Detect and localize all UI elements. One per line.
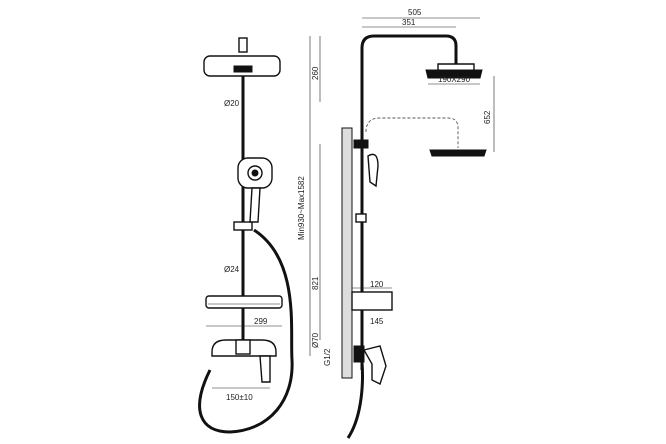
shower-head-nozzle-block: [233, 65, 253, 73]
front-shelf: [205, 295, 283, 309]
side-wall-bracket: [353, 139, 369, 149]
side-slide-bracket: [355, 213, 367, 223]
mixer-diverter: [235, 339, 251, 355]
mixer-lever: [259, 355, 271, 383]
wall-section: [341, 127, 353, 379]
side-shelf: [351, 291, 393, 311]
side-mixer-inlet: [353, 345, 365, 363]
riser-top-cap: [238, 37, 248, 53]
dim-head-drop: 260: [311, 66, 320, 80]
dim-mixer-spacing: 150±10: [226, 393, 253, 402]
shower-hose: [198, 228, 294, 434]
front-view: Ø20 Ø24 299 150±10: [198, 37, 294, 434]
side-hand-shower: [367, 153, 379, 188]
side-rain-head: [425, 69, 483, 79]
dim-pipe-dia: Ø70: [311, 332, 320, 348]
dim-shelf-offset: 145: [370, 317, 384, 326]
dim-head-size: 190X290: [438, 75, 471, 84]
dim-shelf-width: 299: [254, 317, 268, 326]
dim-mixer-to-bracket: 821: [311, 276, 320, 290]
hand-shower-handle: [249, 187, 261, 223]
dim-shelf-depth: 120: [370, 280, 384, 289]
dim-total-reach: 505: [408, 8, 422, 17]
dim-arm-reach: 351: [402, 18, 416, 27]
dim-pipe-upper: Ø20: [224, 99, 240, 108]
dim-pipe-lower: Ø24: [224, 265, 240, 274]
side-hose: [346, 361, 364, 439]
hand-shower-center: [251, 169, 259, 177]
dim-height-range: Min930~Max1582: [297, 176, 306, 240]
slide-bracket: [233, 221, 253, 231]
alternate-arm-position: [365, 117, 459, 148]
side-view: Min930~Max1582 260 821 Ø70 G1/2 505 351 …: [297, 8, 495, 439]
side-riser-arm: [360, 34, 458, 370]
side-mixer-body: [362, 345, 387, 385]
dim-thread: G1/2: [323, 348, 332, 366]
alternate-rain-head: [429, 149, 487, 157]
dim-arm-variant: 652: [483, 110, 492, 124]
